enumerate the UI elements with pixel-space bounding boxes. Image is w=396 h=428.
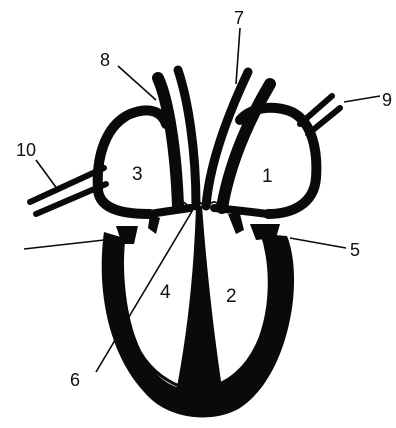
callout-label-6: 6: [70, 370, 80, 390]
great-vessel-right-outer: [222, 84, 270, 208]
chamber-label-1: 1: [262, 166, 273, 187]
callout-label-9: 9: [382, 90, 392, 110]
callout-label-10: 10: [16, 140, 36, 160]
great-vessel-left-outer: [158, 78, 178, 206]
leader-line-5: [290, 238, 346, 248]
callout-label-8: 8: [100, 50, 110, 70]
leader-line-8: [118, 66, 156, 100]
atrium-3-lower-wall: [150, 208, 190, 214]
chamber-label-2: 2: [226, 286, 237, 307]
callout-label-5: 5: [350, 240, 360, 260]
leader-line-7: [236, 28, 240, 84]
atrium-3-wall: [98, 110, 166, 214]
chamber-label-4: 4: [160, 282, 171, 303]
valve-right-outer: [250, 224, 280, 240]
chamber-label-3: 3: [132, 164, 143, 185]
leader-line-9: [344, 96, 380, 102]
valve-right-inner: [228, 214, 244, 234]
interventricular-septum: [176, 206, 222, 392]
valve-left-inner: [148, 214, 160, 234]
callout-label-7: 7: [234, 8, 244, 28]
leader-line-10: [36, 160, 58, 190]
